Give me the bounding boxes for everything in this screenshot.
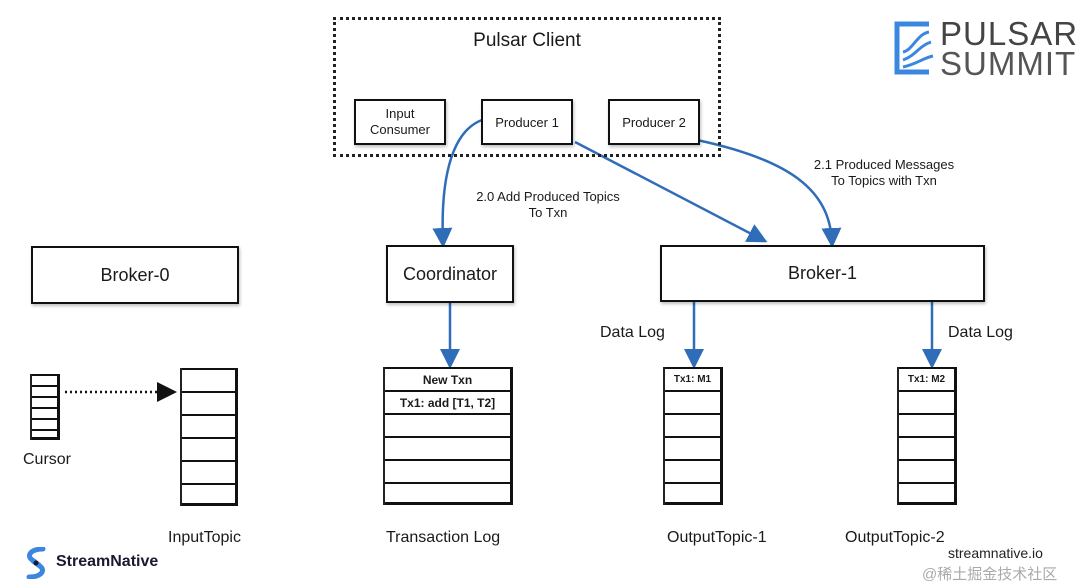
log-entry: [182, 368, 235, 391]
cursor-slot: [32, 385, 57, 396]
cursor-slot: [32, 374, 57, 385]
annotation-step-2-0-line2: To Txn: [528, 205, 568, 220]
input-topic-label: InputTopic: [168, 529, 241, 546]
cursor-slot: [32, 407, 57, 418]
data-log-label-right: Data Log: [948, 324, 1013, 341]
output-topic-1-label: OutputTopic-1: [667, 529, 767, 546]
log-entry: [899, 390, 954, 413]
input-consumer-box: Input Consumer: [354, 99, 446, 145]
pulsar-client-title: Pulsar Client: [473, 30, 581, 51]
output-topic-1-log: Tx1: M1: [663, 367, 723, 505]
annotation-step-2-1-line1: 2.1 Produced Messages: [813, 157, 955, 172]
streamnative-brand: StreamNative: [56, 553, 159, 570]
data-log-label-left: Data Log: [600, 324, 665, 341]
producer-1-box: Producer 1: [481, 99, 573, 145]
log-entry: [665, 413, 720, 436]
annotation-step-2-1-line2: To Topics with Txn: [831, 173, 937, 188]
streamnative-site: streamnative.io: [948, 545, 1043, 561]
logo-text-summit: SUMMIT: [940, 45, 1077, 82]
broker-0-box: Broker-0: [31, 246, 239, 304]
log-entry: [182, 391, 235, 414]
arrow-producer1-to-coordinator: [432, 118, 483, 248]
log-entry: [182, 460, 235, 483]
output-topic-2-log: Tx1: M2: [897, 367, 957, 505]
pulsar-summit-logo: [893, 20, 937, 81]
log-entry: [385, 436, 510, 459]
annotation-step-2-1: 2.1 Produced Messages To Topics with Txn: [803, 157, 965, 189]
log-entry: Tx1: add [T1, T2]: [385, 390, 510, 413]
log-entry: [385, 413, 510, 436]
log-entry: New Txn: [385, 367, 510, 390]
pulsar-summit-logo-icon: [894, 21, 934, 75]
watermark: @稀土掘金技术社区: [922, 566, 1058, 583]
log-entry: [899, 482, 954, 505]
arrow-producer2-to-broker1: [696, 138, 842, 248]
broker-1-box: Broker-1: [660, 245, 985, 302]
producer-2-box: Producer 2: [608, 99, 700, 145]
annotation-step-2-0: 2.0 Add Produced Topics To Txn: [466, 189, 630, 221]
log-entry: [899, 413, 954, 436]
cursor-slot: [32, 429, 57, 440]
output-topic-2-label: OutputTopic-2: [845, 529, 945, 546]
log-entry: [385, 459, 510, 482]
log-entry: [182, 437, 235, 460]
annotation-step-2-0-line1: 2.0 Add Produced Topics: [476, 189, 620, 204]
log-entry: [665, 390, 720, 413]
coordinator-box: Coordinator: [386, 245, 514, 303]
log-entry: [665, 482, 720, 505]
cursor-slot: [32, 418, 57, 429]
cursor-label: Cursor: [23, 451, 72, 468]
transaction-log: New Txn Tx1: add [T1, T2]: [383, 367, 513, 505]
log-entry: [899, 436, 954, 459]
transaction-log-label: Transaction Log: [386, 529, 501, 546]
log-entry: [899, 459, 954, 482]
cursor-stack: [30, 374, 60, 440]
streamnative-logo-icon: [26, 547, 46, 579]
log-entry: Tx1: M1: [665, 367, 720, 390]
log-entry: Tx1: M2: [899, 367, 954, 390]
input-topic-log: [180, 368, 238, 506]
logo-text-pulsar: PULSAR: [940, 15, 1079, 52]
log-entry: [182, 483, 235, 506]
arrow-producer1-to-broker1: [574, 140, 768, 243]
pulsar-client-group: [333, 17, 721, 157]
log-entry: [665, 459, 720, 482]
log-entry: [182, 414, 235, 437]
log-entry: [665, 436, 720, 459]
cursor-slot: [32, 396, 57, 407]
log-entry: [385, 482, 510, 505]
